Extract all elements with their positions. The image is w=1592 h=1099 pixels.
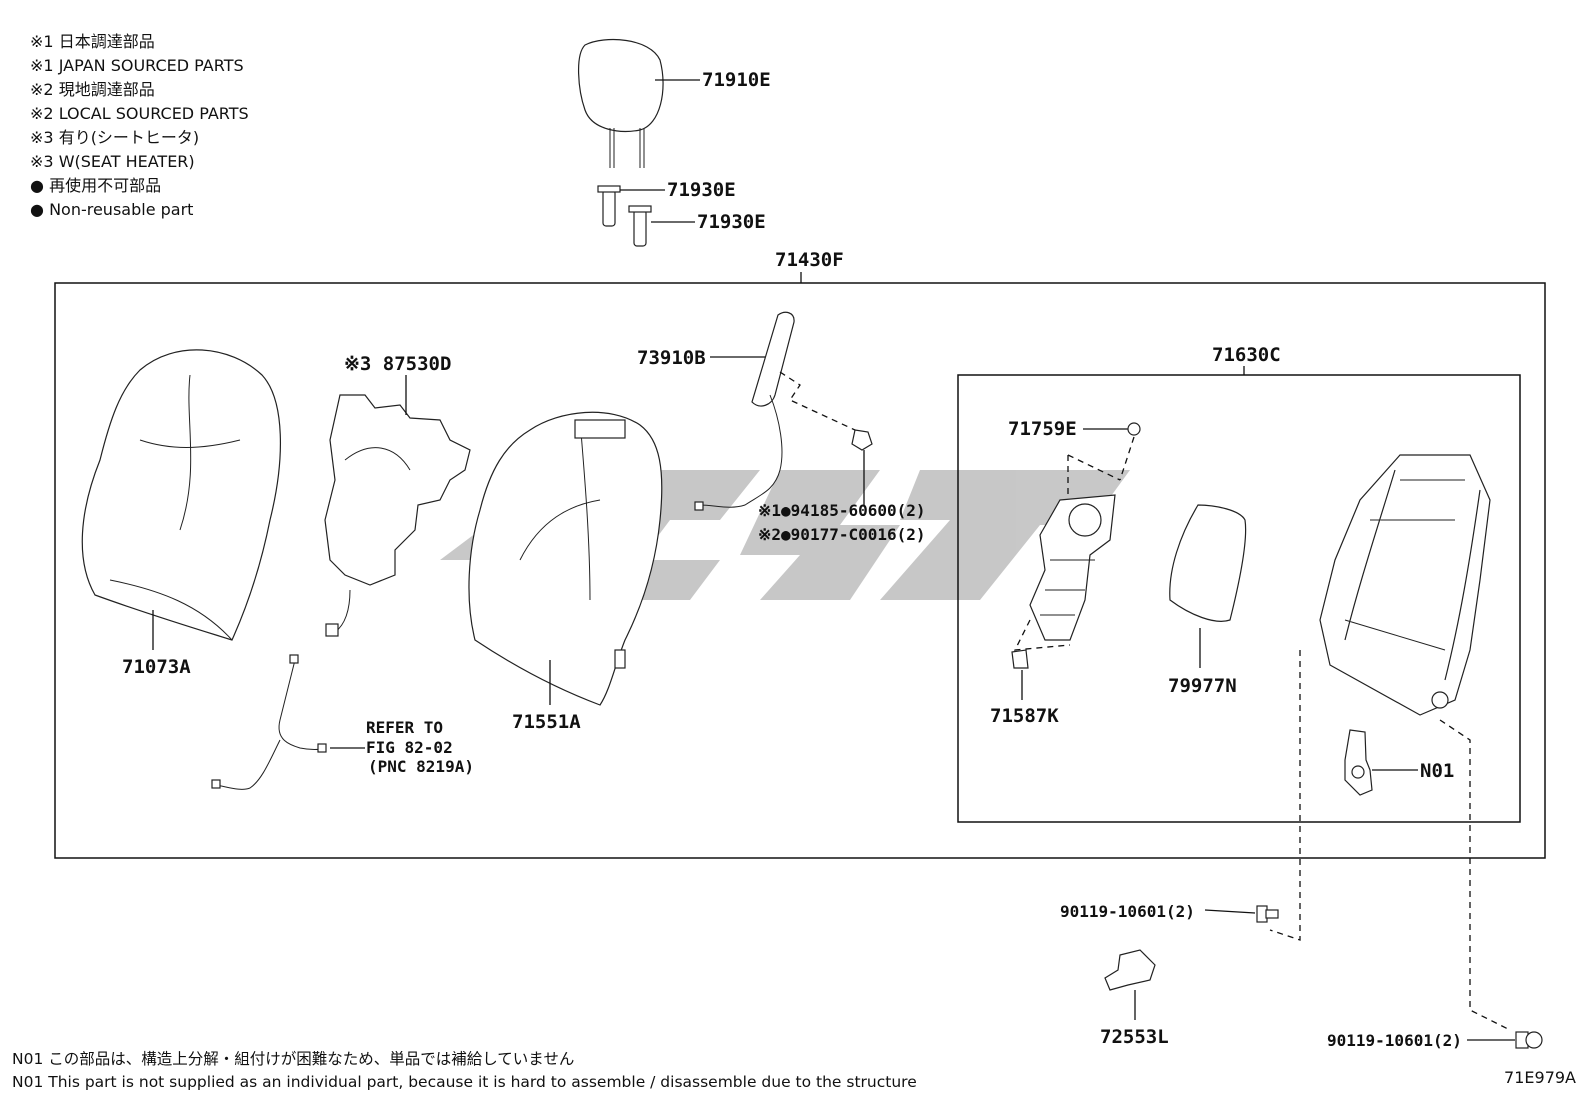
label-71587K: 71587K xyxy=(990,705,1059,727)
bracket-part xyxy=(1011,649,1029,669)
label-71073A: 71073A xyxy=(122,656,191,678)
label-90177: ※2●90177-C0016(2) xyxy=(758,525,926,544)
assembly-box-71630C xyxy=(957,374,1521,823)
label-71630C: 71630C xyxy=(1212,344,1281,366)
assembly-box-71430F xyxy=(54,282,1546,859)
label-90119-b: 90119-10601(2) xyxy=(1327,1031,1462,1050)
clip-part xyxy=(851,429,873,451)
motor-part-N01 xyxy=(1344,729,1373,796)
wire-harness-part xyxy=(211,654,327,790)
legend-row: ※2 現地調達部品 xyxy=(30,80,155,99)
refer-figure-text: FIG 82-02 xyxy=(366,738,453,757)
seat-back-pad-part xyxy=(468,411,663,706)
clip-part-72553L xyxy=(1104,949,1156,991)
refer-pnc-text: (PNC 8219A) xyxy=(368,757,474,776)
label-71910E: 71910E xyxy=(702,69,771,91)
nut-part xyxy=(1127,422,1141,436)
legend-row: ※2 LOCAL SOURCED PARTS xyxy=(30,104,249,123)
label-71551A: 71551A xyxy=(512,711,581,733)
legend-row: ※1 JAPAN SOURCED PARTS xyxy=(30,56,244,75)
headrest-guide-part xyxy=(597,185,652,247)
legend-row: ※1 日本調達部品 xyxy=(30,32,155,51)
seat-switch-part xyxy=(694,311,795,511)
label-71430F: 71430F xyxy=(775,249,844,271)
seat-heater-part xyxy=(324,394,471,637)
label-71759E: 71759E xyxy=(1008,418,1077,440)
seat-back-cover-part xyxy=(81,349,281,641)
legend-row: ※3 有り(シートヒータ) xyxy=(30,128,200,147)
legend-row: ● Non-reusable part xyxy=(30,200,194,219)
pad-part xyxy=(1169,504,1247,622)
legend-row: ※3 W(SEAT HEATER) xyxy=(30,152,195,171)
label-71930E-a: 71930E xyxy=(667,179,736,201)
legend: ※1 日本調達部品 ※1 JAPAN SOURCED PARTS ※2 現地調達… xyxy=(30,30,249,222)
label-87530D: ※3 87530D xyxy=(344,353,451,375)
refer-to-text: REFER TO xyxy=(366,718,443,737)
label-94185: ※1●94185-60600(2) xyxy=(758,501,926,520)
bolt-part-b xyxy=(1515,1031,1543,1049)
label-72553L: 72553L xyxy=(1100,1026,1169,1048)
footnote-jp: N01 この部品は、構造上分解・組付けが困難なため、単品では補給していません xyxy=(12,1050,575,1068)
label-79977N: 79977N xyxy=(1168,675,1237,697)
figure-code: 71E979A xyxy=(1504,1068,1576,1087)
legend-row: ● 再使用不可部品 xyxy=(30,176,162,195)
headrest-part xyxy=(577,39,664,168)
seat-back-frame-part xyxy=(1319,454,1491,716)
bolt-part-a xyxy=(1256,905,1279,923)
lumbar-mechanism-part xyxy=(1029,494,1116,641)
label-71930E-b: 71930E xyxy=(697,211,766,233)
label-73910B: 73910B xyxy=(637,347,706,369)
label-90119-a: 90119-10601(2) xyxy=(1060,902,1195,921)
label-N01: N01 xyxy=(1420,760,1454,782)
footnote-en: N01 This part is not supplied as an indi… xyxy=(12,1073,917,1091)
